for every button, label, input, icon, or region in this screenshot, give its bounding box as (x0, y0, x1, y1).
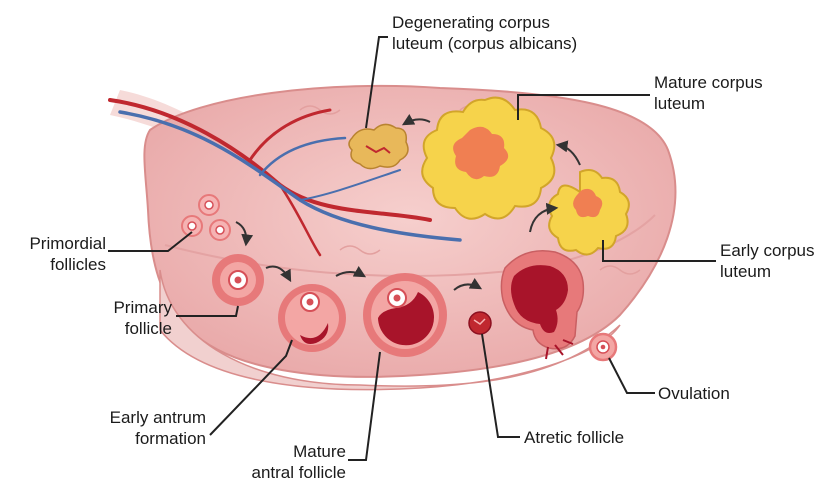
label-early-antrum-formation: Early antrum formation (20, 407, 206, 449)
mature-antral-follicle (363, 273, 447, 357)
label-primordial-follicles: Primordial follicles (8, 233, 106, 275)
label-degenerating-corpus-luteum: Degenerating corpus luteum (corpus albic… (392, 12, 577, 54)
mature-corpus-luteum (422, 98, 554, 219)
label-atretic-follicle: Atretic follicle (524, 427, 624, 448)
early-antrum-follicle (278, 284, 346, 352)
corpus-albicans (349, 124, 408, 168)
label-mature-antral-follicle: Mature antral follicle (200, 441, 346, 483)
label-mature-corpus-luteum: Mature corpus luteum (654, 72, 763, 114)
atretic-follicle (469, 312, 491, 334)
label-ovulation: Ovulation (658, 383, 730, 404)
label-early-corpus-luteum: Early corpus luteum (720, 240, 814, 282)
ovulated-oocyte (590, 334, 616, 360)
label-primary-follicle: Primary follicle (60, 297, 172, 339)
primary-follicle (212, 254, 264, 306)
